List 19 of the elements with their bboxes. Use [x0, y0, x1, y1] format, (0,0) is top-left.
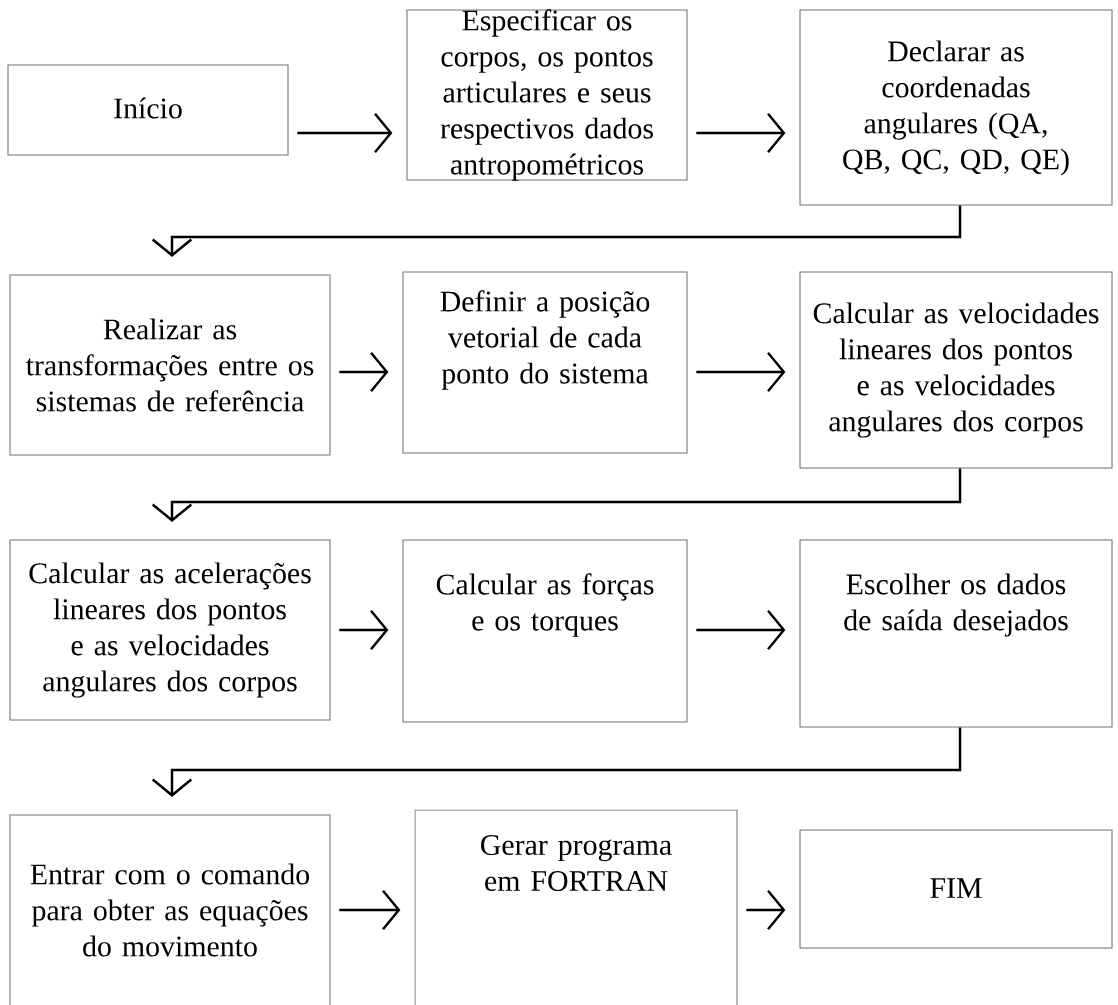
arrow [696, 112, 786, 154]
process-box: Especificar os corpos, os pontos articulares e seus respectivos dados antropométricos [406, 9, 688, 181]
process-box: Calcular as velocidades lineares dos pontos e as velocidades angulares dos corpos [799, 271, 1113, 469]
process-box: Início [7, 64, 289, 156]
process-box: Entrar com o comando para obter as equações do movimento [9, 814, 331, 1005]
process-box: Calcular as forças e os torques [402, 539, 688, 723]
arrow [151, 727, 962, 797]
arrow [696, 609, 786, 651]
arrow [696, 351, 786, 393]
process-box: Declarar as coordenadas angulares (QA, QB, QC, QD, QE) [799, 9, 1113, 206]
arrow [151, 468, 962, 522]
arrow [297, 112, 393, 154]
process-box: Gerar programa em FORTRAN [414, 809, 738, 1005]
arrow [151, 205, 962, 257]
process-box: FIM [799, 829, 1113, 949]
process-box: Calcular as acelerações lineares dos pontos e as velocidades angulares dos corpos [9, 539, 331, 721]
process-box: Definir a posição vetorial de cada ponto do sistema [402, 271, 688, 454]
process-box: Realizar as transformações entre os sistemas de referência [9, 274, 331, 456]
process-box: Escolher os dados de saída desejados [799, 539, 1113, 728]
